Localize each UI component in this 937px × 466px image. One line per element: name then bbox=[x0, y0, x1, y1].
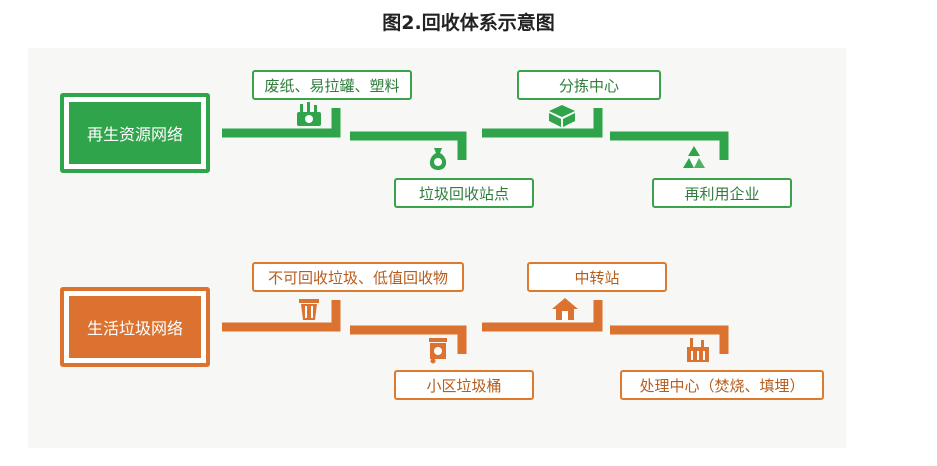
household-source-box: 不可回收垃圾、低值回收物 bbox=[252, 262, 464, 292]
household-network-box: 生活垃圾网络 bbox=[60, 287, 210, 367]
green-connector-1 bbox=[222, 108, 341, 138]
recycling-network-label: 再生资源网络 bbox=[69, 102, 201, 164]
orange-connector-4 bbox=[610, 325, 729, 354]
recycling-network-box: 再生资源网络 bbox=[60, 93, 210, 173]
sorting-center-box: 分拣中心 bbox=[517, 70, 661, 100]
orange-connector-2 bbox=[350, 325, 467, 354]
orange-connectors bbox=[222, 300, 729, 354]
transfer-station-box: 中转站 bbox=[527, 262, 667, 292]
collection-station-box: 垃圾回收站点 bbox=[394, 178, 534, 208]
recycle-icon bbox=[683, 146, 705, 168]
treatment-center-box: 处理中心（焚烧、填埋） bbox=[620, 370, 824, 400]
green-connector-3 bbox=[482, 108, 603, 138]
trash-can-icon bbox=[299, 299, 319, 320]
wheelie-bin-icon bbox=[429, 338, 447, 364]
green-connectors bbox=[222, 108, 729, 160]
community-bin-box: 小区垃圾桶 bbox=[394, 370, 534, 400]
orange-connector-1 bbox=[222, 300, 341, 332]
household-network-label: 生活垃圾网络 bbox=[69, 296, 201, 358]
bottles-icon bbox=[297, 102, 321, 126]
diagram-title: 图2.回收体系示意图 bbox=[382, 12, 555, 34]
box-icon bbox=[549, 105, 575, 127]
reuse-enterprise-box: 再利用企业 bbox=[652, 178, 792, 208]
orange-connector-3 bbox=[482, 300, 603, 332]
green-connector-4 bbox=[610, 131, 729, 160]
green-connector-2 bbox=[350, 131, 467, 160]
money-bag-icon bbox=[429, 148, 447, 170]
factory-icon bbox=[687, 338, 709, 362]
recyclables-source-box: 废纸、易拉罐、塑料 bbox=[252, 70, 412, 100]
house-icon bbox=[552, 298, 578, 320]
